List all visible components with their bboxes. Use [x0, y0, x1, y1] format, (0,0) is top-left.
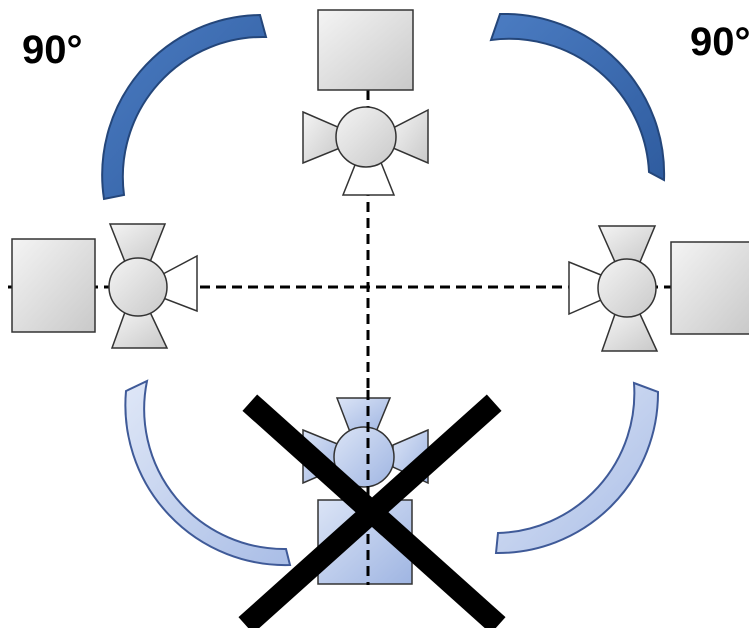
device-right-hub: [597, 258, 657, 318]
device-top-right-wing: [392, 108, 429, 165]
device-top: [302, 9, 429, 196]
device-right-side-fin: [568, 260, 602, 316]
device-right-panel: [670, 241, 749, 335]
rotation-arc-bottom-right: [494, 381, 660, 555]
rotation-label-left: 90°: [22, 28, 83, 72]
device-right-bottom-wing: [600, 313, 659, 352]
rotation-arc-bottom-left: [124, 379, 292, 567]
device-left-top-wing: [108, 223, 167, 263]
device-left: [11, 223, 198, 349]
device-right-top-wing: [597, 225, 657, 263]
device-top-hub: [335, 106, 397, 168]
device-left-panel: [11, 238, 96, 333]
device-bottom-hub: [333, 426, 395, 488]
device-left-side-fin: [162, 254, 198, 313]
device-left-hub: [108, 257, 168, 317]
forbidden-cross-icon: [238, 394, 506, 628]
rotation-arc-top-right: [489, 12, 666, 182]
rotation-arc-top-left: [101, 13, 268, 201]
device-right: [568, 225, 749, 352]
device-top-panel: [317, 9, 414, 91]
device-left-bottom-wing: [110, 311, 169, 349]
rotation-label-right: 90°: [690, 20, 749, 64]
device-top-left-wing: [302, 110, 341, 165]
